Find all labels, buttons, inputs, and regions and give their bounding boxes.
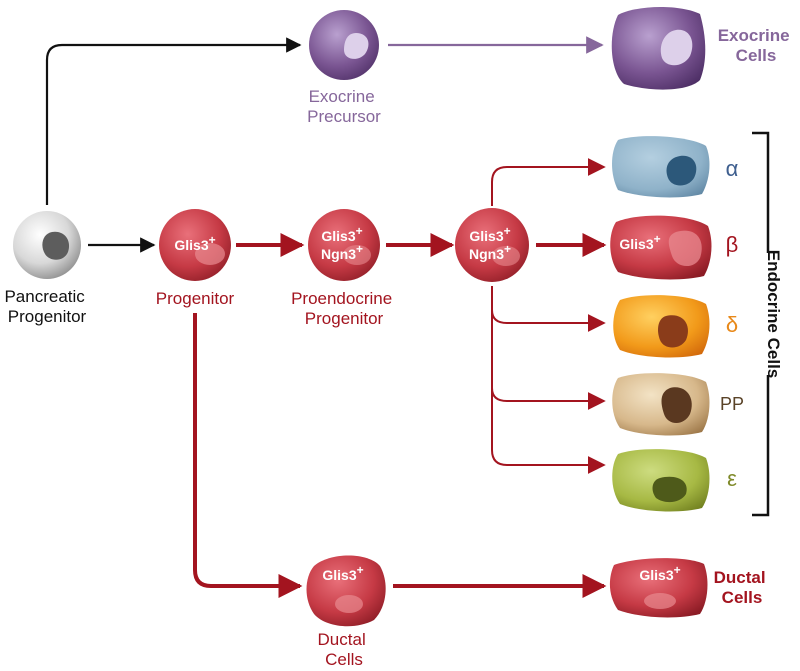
delta-cell [613, 295, 710, 358]
svg-text:Glis3+: Glis3+ [322, 563, 363, 583]
ductal-progenitor-marker-glis3: Glis3 [322, 567, 356, 583]
beta-marker-glis3: Glis3 [619, 236, 653, 252]
svg-text:Glis3+: Glis3+ [174, 233, 215, 253]
pancreatic-progenitor-cell [13, 211, 81, 279]
svg-text:Glis3+: Glis3+ [619, 232, 660, 252]
arrow-to-pp [491, 387, 606, 410]
plus-sign: + [209, 233, 216, 247]
exocrine-precursor-cell [309, 10, 379, 80]
proendocrine-progenitor-cell: Glis3+ Ngn3+ [308, 209, 380, 281]
pp-symbol: PP [720, 394, 744, 414]
beta-symbol: β [726, 232, 739, 257]
alpha-symbol: α [726, 156, 739, 181]
svg-text:Glis3+: Glis3+ [639, 563, 680, 583]
epsilon-cell [612, 449, 710, 512]
exocrine-precursor-label: Exocrine Precursor [307, 87, 381, 126]
arrow-to-alpha [491, 158, 606, 206]
progenitor-label: Progenitor [156, 289, 235, 308]
svg-text:Glis3+: Glis3+ [321, 224, 362, 244]
arrow-to-exocrine-precursor [45, 37, 302, 205]
endocrine-precursor-marker-ngn3: Ngn3 [469, 246, 504, 262]
svg-text:Ngn3+: Ngn3+ [469, 242, 511, 262]
delta-symbol: δ [726, 312, 738, 337]
ductal-progenitor-label: Ductal Cells [318, 630, 371, 669]
progenitor-marker-glis3: Glis3 [174, 237, 208, 253]
pancreatic-progenitor-label: Pancreatic Progenitor [4, 287, 89, 326]
svg-text:Ngn3+: Ngn3+ [321, 242, 363, 262]
ductal-progenitor-cell: Glis3+ [306, 555, 386, 627]
svg-text:Glis3+: Glis3+ [469, 224, 510, 244]
alpha-cell [612, 136, 710, 198]
ductal-cells-label: Ductal Cells [714, 568, 771, 607]
arrow-to-delta-pp-epsilon-trunk [491, 286, 606, 474]
endocrine-cells-label: Endocrine Cells [764, 250, 783, 378]
progenitor-cell: Glis3+ [159, 209, 231, 281]
proendocrine-marker-glis3: Glis3 [321, 228, 355, 244]
endocrine-precursor-marker-glis3: Glis3 [469, 228, 503, 244]
endocrine-precursor-cell: Glis3+ Ngn3+ [455, 208, 529, 282]
arrow-to-delta [491, 309, 606, 332]
beta-cell: Glis3+ [610, 215, 712, 280]
proendocrine-marker-ngn3: Ngn3 [321, 246, 356, 262]
proendocrine-progenitor-label: Proendocrine Progenitor [291, 289, 397, 328]
endocrine-bracket [752, 131, 770, 517]
pp-cell [612, 373, 710, 436]
exocrine-cells-label: Exocrine Cells [718, 26, 795, 65]
exocrine-cell [611, 6, 706, 90]
arrow-to-ductal-progenitor [193, 313, 303, 598]
epsilon-symbol: ε [727, 466, 737, 491]
ductal-cell: Glis3+ [609, 558, 708, 618]
ductal-cell-marker-glis3: Glis3 [639, 567, 673, 583]
